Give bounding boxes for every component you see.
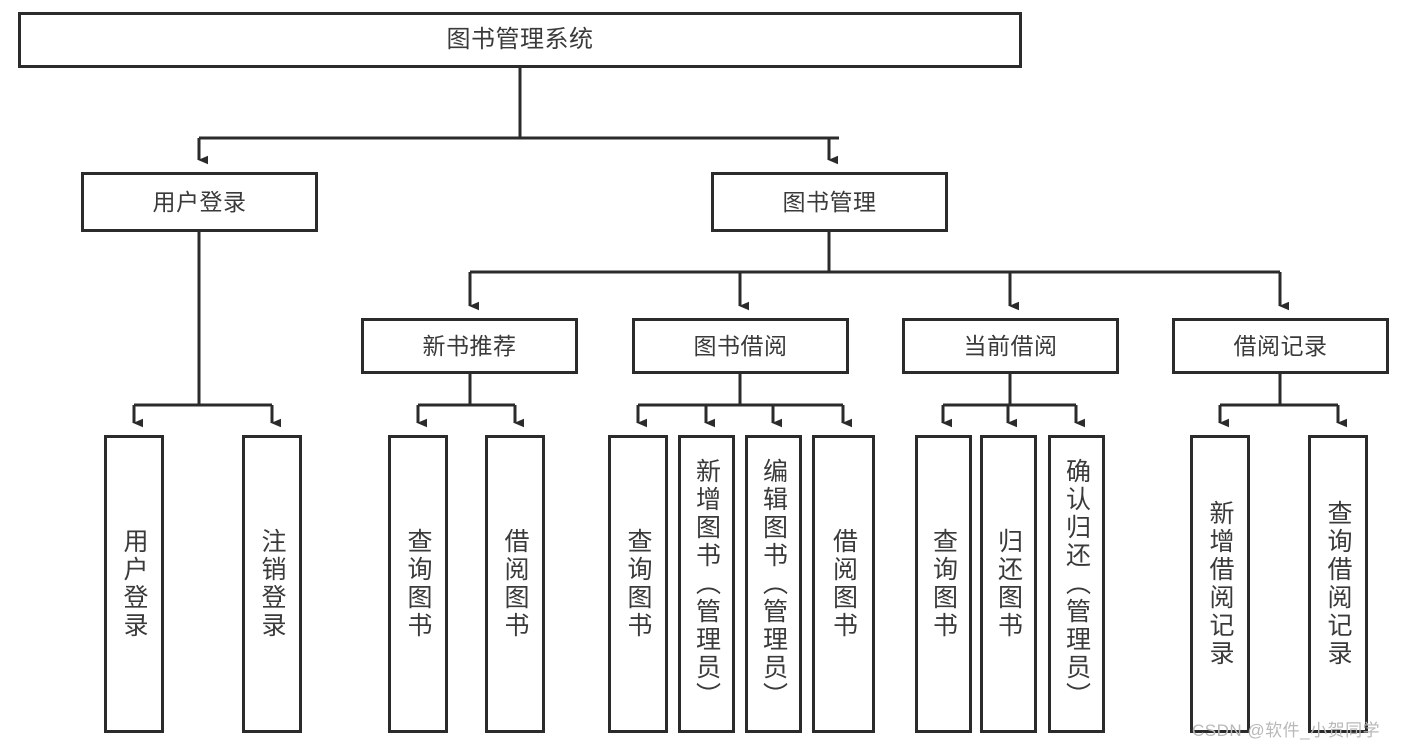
leaf-user-login[interactable]: 用户登录	[104, 435, 164, 733]
leaf-query-books-current-label: 查询图书	[929, 528, 958, 640]
borrow-record-label: 借阅记录	[1233, 332, 1328, 359]
leaf-borrow-books-recommend[interactable]: 借阅图书	[485, 435, 545, 733]
leaf-return-books-label: 归还图书	[994, 528, 1023, 640]
leaf-borrow-books-recommend-label: 借阅图书	[501, 528, 529, 640]
leaf-query-books-current[interactable]: 查询图书	[915, 435, 972, 733]
user-login-label: 用户登录	[152, 188, 247, 215]
leaf-query-books-recommend[interactable]: 查询图书	[388, 435, 448, 733]
csdn-watermark: CSDN @软件_小贺同学	[1192, 721, 1381, 740]
leaf-query-borrow-record-label: 查询借阅记录	[1324, 500, 1352, 668]
leaf-logout-login[interactable]: 注销登录	[242, 435, 302, 733]
book-management[interactable]: 图书管理	[711, 172, 948, 232]
book-borrow-label: 图书借阅	[693, 332, 788, 359]
book-borrow[interactable]: 图书借阅	[632, 318, 849, 374]
leaf-borrow-books[interactable]: 借阅图书	[812, 435, 875, 733]
leaf-query-books-recommend-label: 查询图书	[404, 528, 432, 640]
leaf-edit-book-admin-label: 编辑图书（管理员）	[759, 458, 788, 710]
borrow-record[interactable]: 借阅记录	[1172, 318, 1389, 374]
current-borrow-label: 当前借阅	[963, 332, 1058, 359]
leaf-add-book-admin-label: 新增图书（管理员）	[692, 458, 721, 710]
leaf-borrow-books-label: 借阅图书	[829, 528, 858, 640]
root-node-label: 图书管理系统	[446, 26, 594, 53]
leaf-add-book-admin[interactable]: 新增图书（管理员）	[678, 435, 735, 733]
leaf-add-borrow-record-label: 新增借阅记录	[1206, 500, 1234, 668]
leaf-add-borrow-record[interactable]: 新增借阅记录	[1190, 435, 1250, 733]
new-book-recommend[interactable]: 新书推荐	[361, 318, 578, 374]
leaf-user-login-label: 用户登录	[120, 528, 148, 640]
new-book-recommend-label: 新书推荐	[422, 332, 517, 359]
current-borrow[interactable]: 当前借阅	[902, 318, 1119, 374]
leaf-edit-book-admin[interactable]: 编辑图书（管理员）	[745, 435, 802, 733]
leaf-return-books[interactable]: 归还图书	[980, 435, 1037, 733]
leaf-confirm-return-admin[interactable]: 确认归还（管理员）	[1048, 435, 1105, 733]
leaf-confirm-return-admin-label: 确认归还（管理员）	[1062, 458, 1091, 710]
leaf-query-borrow-record[interactable]: 查询借阅记录	[1308, 435, 1368, 733]
book-management-label: 图书管理	[782, 188, 877, 215]
leaf-query-books-borrow-label: 查询图书	[624, 528, 652, 640]
leaf-query-books-borrow[interactable]: 查询图书	[608, 435, 668, 733]
user-login[interactable]: 用户登录	[81, 172, 318, 232]
leaf-logout-login-label: 注销登录	[258, 528, 286, 640]
root-node[interactable]: 图书管理系统	[18, 12, 1022, 68]
